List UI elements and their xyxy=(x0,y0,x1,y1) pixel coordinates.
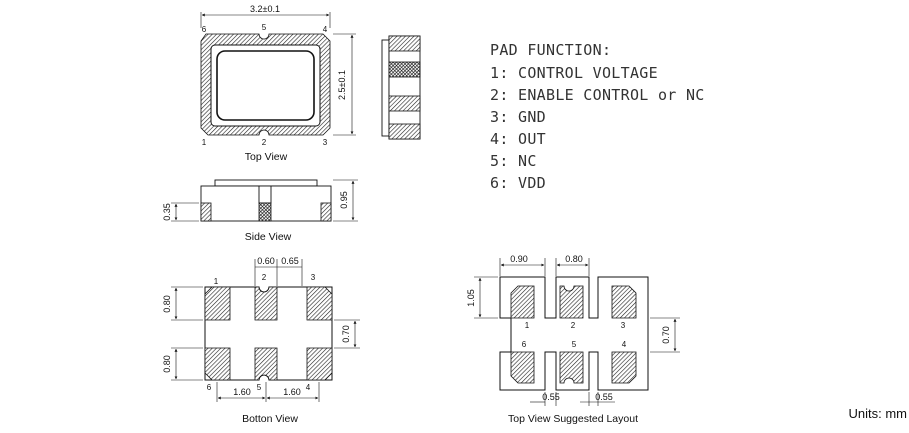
layout-pin-5: 5 xyxy=(572,340,577,349)
top-pin-5: 5 xyxy=(262,23,267,32)
pad-function-line-4: 4: OUT xyxy=(490,130,546,148)
layout-dim-090: 0.90 xyxy=(510,254,528,264)
bottom-pad-4 xyxy=(306,347,333,381)
layout-dim-070: 0.70 xyxy=(661,326,671,344)
top-pin-6: 6 xyxy=(202,25,207,34)
layout-pin-6: 6 xyxy=(522,340,527,349)
top-height-dim: 2.5±0.1 xyxy=(337,70,347,100)
side-total-height-dim: 0.95 xyxy=(339,191,349,209)
layout-outline xyxy=(499,276,649,391)
top-pin-2: 2 xyxy=(262,138,267,147)
bottom-dim-160-right: 1.60 xyxy=(283,387,301,397)
bottom-dim-065: 0.65 xyxy=(281,256,299,266)
layout-pin-2: 2 xyxy=(571,321,576,330)
layout-caption: Top View Suggested Layout xyxy=(508,413,638,425)
layout-dim-055-left: 0.55 xyxy=(542,392,560,402)
lid-inner xyxy=(216,50,315,121)
units-label: Units: mm xyxy=(849,406,908,421)
end-view xyxy=(381,35,421,140)
layout-pin-4: 4 xyxy=(622,340,627,349)
bottom-view: 0.60 0.65 0.80 0.80 0.70 1.60 1.60 1 2 3… xyxy=(162,256,360,425)
bottom-pin-2: 2 xyxy=(262,273,267,282)
bottom-dim-080-top: 0.80 xyxy=(162,295,172,313)
side-pad-height-dim: 0.35 xyxy=(162,203,172,221)
layout-pin-3: 3 xyxy=(621,321,626,330)
layout-pad-1 xyxy=(510,285,535,319)
bottom-pin-1: 1 xyxy=(214,277,219,286)
side-view-caption: Side View xyxy=(245,231,292,243)
bottom-view-caption: Botton View xyxy=(242,413,298,425)
bottom-dim-060: 0.60 xyxy=(257,256,275,266)
layout-dim-055-right: 0.55 xyxy=(595,392,613,402)
bottom-pad-1 xyxy=(204,286,231,321)
layout-dim-080: 0.80 xyxy=(565,254,583,264)
layout-pad-2 xyxy=(559,285,584,319)
pad-function-line-6: 6: VDD xyxy=(490,174,546,192)
pad-function-line-2: 2: ENABLE CONTROL or NC xyxy=(490,86,705,104)
layout-pad-6 xyxy=(510,351,535,384)
layout-pin-1: 1 xyxy=(525,321,530,330)
bottom-pad-2 xyxy=(254,286,278,321)
top-width-dim: 3.2±0.1 xyxy=(250,4,280,14)
bottom-dim-160-left: 1.60 xyxy=(233,387,251,397)
layout-dim-105: 1.05 xyxy=(466,289,476,307)
pad-function-line-3: 3: GND xyxy=(490,108,546,126)
pad-function-list: PAD FUNCTION: 1: CONTROL VOLTAGE 2: ENAB… xyxy=(490,41,705,192)
layout-pad-4 xyxy=(611,351,637,384)
bottom-pad-5 xyxy=(254,347,278,381)
bottom-pin-4: 4 xyxy=(306,383,311,392)
bottom-pin-6: 6 xyxy=(207,383,212,392)
pad-function-title: PAD FUNCTION: xyxy=(490,41,611,59)
top-view-caption: Top View xyxy=(245,151,288,163)
side-view: 0.35 0.95 Side View xyxy=(162,179,358,243)
pad-function-line-1: 1: CONTROL VOLTAGE xyxy=(490,64,658,82)
bottom-pin-3: 3 xyxy=(311,273,316,282)
bottom-pad-3 xyxy=(306,286,333,321)
suggested-layout: 0.90 0.80 1.05 0.70 0.55 0.55 1 2 3 6 5 … xyxy=(466,254,680,425)
top-view: 3.2±0.1 2.5±0.1 6 5 4 1 2 3 Top View xyxy=(200,4,356,163)
bottom-pin-5: 5 xyxy=(257,383,262,392)
layout-pad-5 xyxy=(559,351,584,384)
top-pin-4: 4 xyxy=(323,25,328,34)
pad-function-line-5: 5: NC xyxy=(490,152,537,170)
bottom-dim-070: 0.70 xyxy=(341,325,351,343)
top-pin-1: 1 xyxy=(202,138,207,147)
bottom-pad-6 xyxy=(204,347,231,381)
layout-pad-3 xyxy=(611,285,637,319)
bottom-dim-080-bottom: 0.80 xyxy=(162,355,172,373)
top-pin-3: 3 xyxy=(323,138,328,147)
